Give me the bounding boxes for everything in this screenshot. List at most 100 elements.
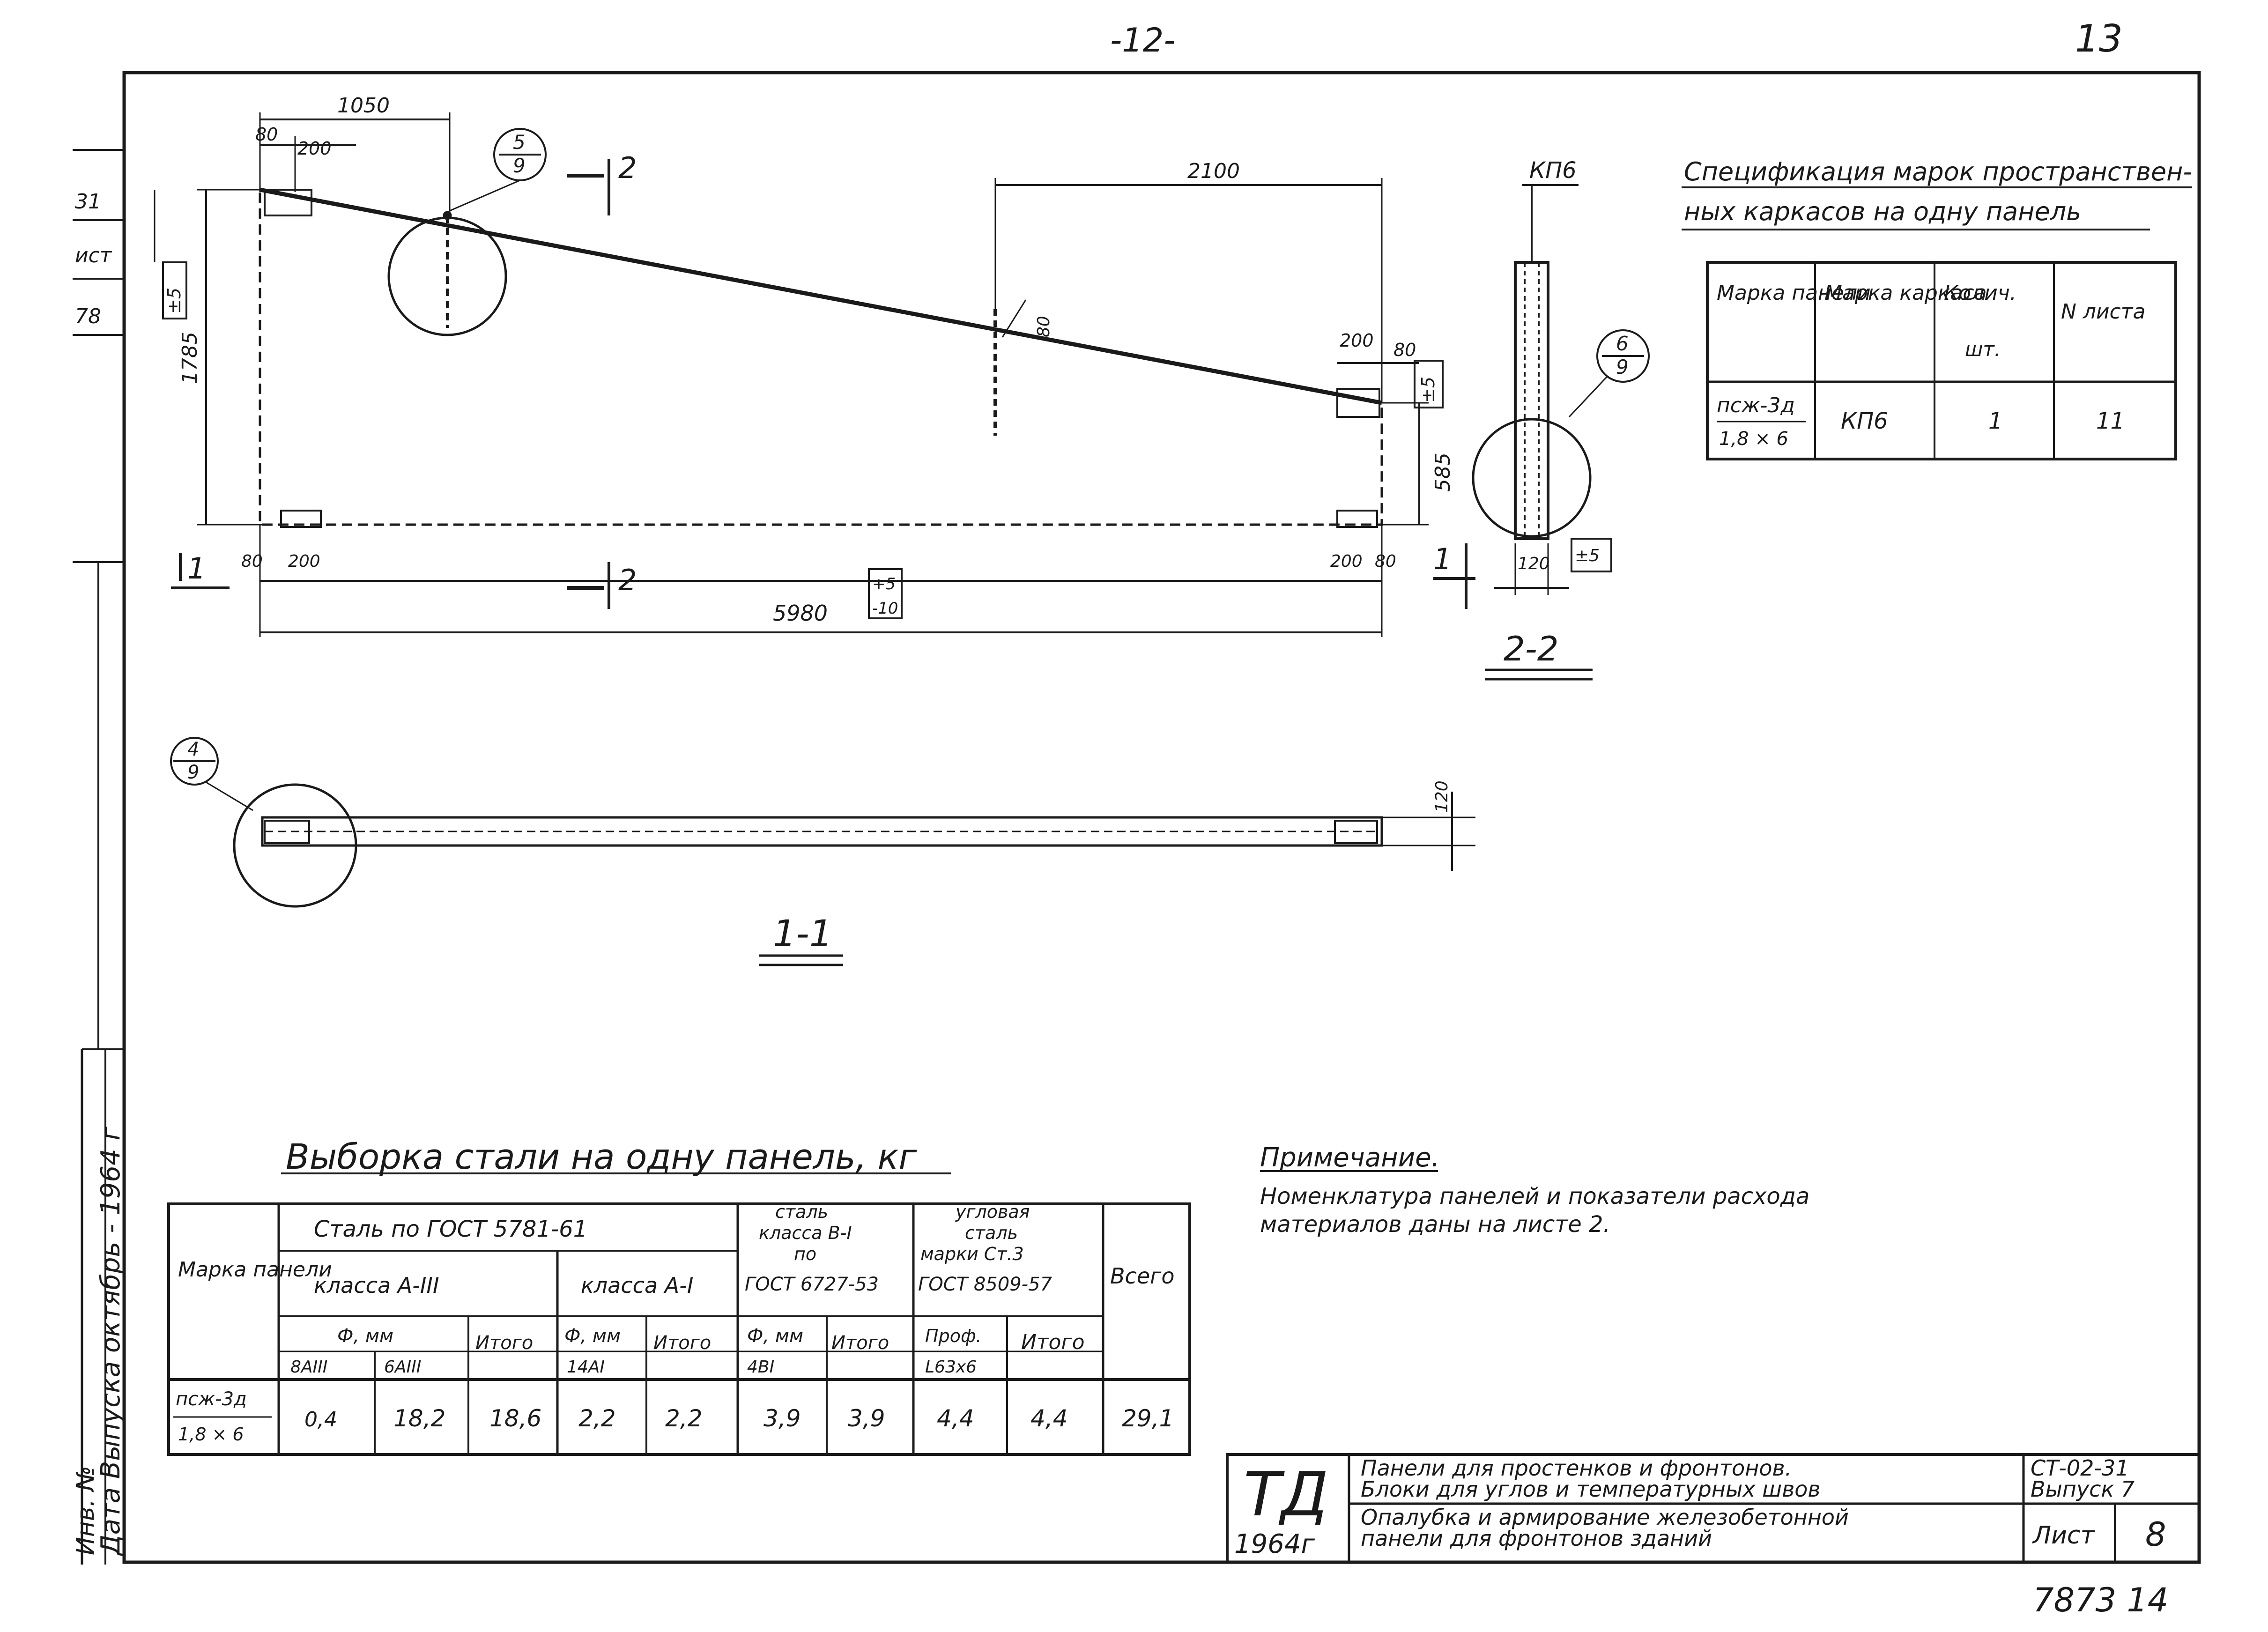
svg-text:марки Ст.3: марки Ст.3 (920, 1244, 1024, 1264)
page-mark-top-right: 13 (2075, 17, 2123, 60)
section-2-mark-bottom: 2 (618, 563, 637, 597)
plan-view-labels: 1050 80 200 2100 200 80 1785 ±5 ±5 80 58… (164, 94, 1455, 626)
svg-text:5: 5 (513, 131, 526, 154)
svg-text:2,2: 2,2 (578, 1405, 616, 1432)
svg-text:класса А-III: класса А-III (314, 1273, 439, 1298)
series-title-1: Панели для простенков и фронтонов. (1361, 1455, 1792, 1481)
spec-title-2: ных каркасов на одну панель (1684, 197, 2081, 226)
title-year: 1964г (1234, 1529, 1315, 1559)
svg-text:Всего: Всего (1110, 1263, 1174, 1289)
svg-text:31: 31 (75, 190, 101, 214)
svg-text:4ВI: 4ВI (747, 1358, 774, 1377)
svg-text:1: 1 (1988, 408, 2003, 434)
svg-text:8АIII: 8АIII (290, 1358, 327, 1377)
note-line-1: Номенклатура панелей и показатели расход… (1260, 1183, 1809, 1209)
frame-mark-kp6: КП6 (1529, 157, 1577, 184)
margin-strip-date: Дата Выпуска октябрь - 1964 г (96, 1126, 126, 1557)
section-1-1-labels: 120 4 9 1-1 (187, 739, 1452, 955)
tol-length-minus: -10 (872, 599, 898, 618)
svg-text:Итого: Итого (475, 1332, 533, 1354)
section-1-mark-left: 1 (187, 551, 206, 586)
doc-title-1: Опалубка и армирование железобетонной (1361, 1505, 1849, 1530)
svg-text:Итого: Итого (653, 1332, 711, 1354)
dim-200-right: 200 (1340, 330, 1374, 351)
spec-title-1: Спецификация марок пространствен- (1684, 157, 2192, 186)
svg-text:1,8 × 6: 1,8 × 6 (178, 1424, 244, 1445)
svg-text:3,9: 3,9 (848, 1405, 885, 1432)
dim-80-bl: 80 (241, 552, 263, 571)
spec-table: Спецификация марок пространствен- ных ка… (1682, 157, 2192, 460)
td-logo: ТД (1244, 1459, 1328, 1530)
svg-text:ГОСТ 6727-53: ГОСТ 6727-53 (745, 1274, 879, 1295)
section-2-2 (1472, 184, 1650, 681)
panel-plan-view (154, 112, 1475, 637)
dim-200-br: 200 (1330, 552, 1363, 571)
svg-text:1,8 × 6: 1,8 × 6 (1719, 428, 1788, 450)
svg-text:18,2: 18,2 (393, 1405, 445, 1432)
dim-80-br: 80 (1375, 552, 1396, 571)
svg-text:Итого: Итого (1021, 1330, 1085, 1354)
sheet-label: Лист (2032, 1521, 2095, 1550)
dim-120-sec22: 120 (1518, 554, 1550, 573)
dim-1050: 1050 (337, 94, 390, 118)
svg-text:9: 9 (513, 154, 526, 177)
series-code: СТ-02-31 (2031, 1455, 2129, 1481)
dim-585: 585 (1431, 453, 1455, 492)
svg-text:18,6: 18,6 (489, 1405, 541, 1432)
dim-80-top: 80 (255, 124, 278, 145)
tol-sec22: ±5 (1575, 546, 1600, 565)
steel-table-title: Выборка стали на одну панель, кг (286, 1137, 917, 1177)
svg-text:9: 9 (1616, 356, 1629, 378)
section-1-1 (170, 737, 1475, 966)
note-title: Примечание. (1260, 1142, 1439, 1173)
archive-number: 7873 14 (2033, 1581, 2168, 1619)
svg-text:Ф, мм: Ф, мм (747, 1325, 803, 1347)
svg-text:шт.: шт. (1965, 338, 2001, 361)
svg-text:псж-3д: псж-3д (176, 1388, 247, 1410)
section-2-2-title: 2-2 (1504, 629, 1559, 668)
issue-number: Выпуск 7 (2031, 1476, 2135, 1502)
dim-200-bl: 200 (288, 552, 320, 571)
svg-text:Ф, мм: Ф, мм (337, 1325, 393, 1347)
dim-1785: 1785 (178, 332, 202, 384)
svg-text:4,4: 4,4 (937, 1405, 974, 1432)
svg-text:сталь: сталь (965, 1223, 1018, 1243)
callout-5-9: 5 9 (449, 128, 547, 212)
dim-200-top: 200 (297, 138, 332, 159)
svg-text:сталь: сталь (775, 1202, 828, 1222)
dim-80-right: 80 (1393, 340, 1416, 360)
svg-text:11: 11 (2096, 408, 2125, 434)
svg-text:9: 9 (187, 762, 199, 783)
page-mark-top: -12- (1110, 21, 1176, 59)
dim-80-rib: 80 (1034, 316, 1053, 337)
svg-text:по: по (794, 1244, 816, 1264)
steel-table: Выборка стали на одну панель, кг Марка п… (167, 1137, 1191, 1456)
tol-right: ±5 (1418, 377, 1438, 403)
margin-strip-label: Инв. № (72, 1466, 100, 1555)
svg-text:угловая: угловая (955, 1202, 1030, 1222)
title-block: ТД 1964г Панели для простенков и фронтон… (1226, 1453, 2201, 1564)
section-2-mark-top: 2 (618, 151, 637, 185)
svg-text:КП6: КП6 (1841, 408, 1888, 434)
svg-text:4: 4 (187, 739, 199, 760)
svg-text:29,1: 29,1 (1122, 1405, 1174, 1432)
section-2-2-labels: КП6 6 9 120 ±5 2-2 (1504, 157, 1629, 668)
svg-text:ГОСТ 8509-57: ГОСТ 8509-57 (918, 1274, 1052, 1295)
svg-text:Ф, мм: Ф, мм (564, 1325, 621, 1347)
note-line-2: материалов даны на листе 2. (1260, 1211, 1610, 1238)
svg-text:3,9: 3,9 (763, 1405, 801, 1432)
series-title-2: Блоки для углов и температурных швов (1361, 1476, 1821, 1502)
section-1-mark-right: 1 (1433, 542, 1452, 576)
tol-left: ±5 (164, 288, 185, 314)
svg-text:Марка панели: Марка панели (178, 1258, 332, 1282)
sheet-number: 8 (2145, 1515, 2166, 1554)
left-margin: 31 ист 78 Инв. № Дата Выпуска октябрь - … (72, 190, 126, 1557)
section-1-1-title: 1-1 (773, 913, 832, 955)
dim-5980: 5980 (773, 601, 828, 626)
svg-text:6АIII: 6АIII (384, 1358, 421, 1377)
sheet-frame (73, 71, 2201, 1565)
svg-text:2,2: 2,2 (665, 1405, 703, 1432)
svg-text:ист: ист (75, 244, 112, 267)
svg-text:0,4: 0,4 (304, 1408, 337, 1432)
svg-text:Итого: Итого (831, 1332, 889, 1354)
